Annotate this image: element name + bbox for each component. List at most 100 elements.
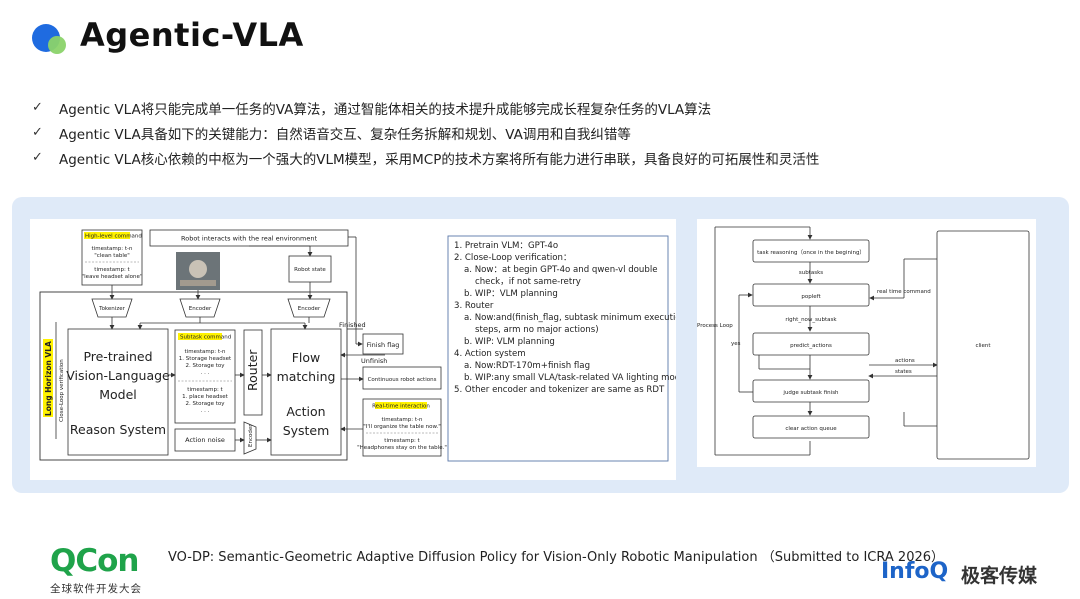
popleft-label: popleft <box>801 294 821 300</box>
finished-label: Finished <box>339 321 366 329</box>
client-label: client <box>975 343 991 349</box>
realtime-line: timestamp: t <box>384 438 420 444</box>
process-flow-svg: task reasoning（once in the begining） sub… <box>697 226 1030 460</box>
info-line: a. Now:and(finish_flag, subtask minimum … <box>464 313 676 323</box>
bullet-text: Agentic VLA具备如下的关键能力：自然语音交互、复杂任务拆解和规划、VA… <box>59 126 631 143</box>
encoder-label: Encoder <box>298 306 321 312</box>
states-label: states <box>895 369 912 375</box>
image-encoder-block <box>179 298 221 318</box>
vlm-line: Vision-Language <box>66 368 170 383</box>
actions-label: actions <box>895 358 915 364</box>
info-line: 3. Router <box>454 301 494 311</box>
architecture-svg: High-level command timestamp: t-n "clean… <box>39 229 688 462</box>
geek-media-logo: 极客传媒 <box>961 565 1038 587</box>
vlm-line: Model <box>99 387 137 402</box>
finish-flag-box <box>362 333 404 355</box>
realtime-line: timestamp: t-n <box>382 417 423 423</box>
encoder-label: Encoder <box>248 424 254 447</box>
high-level-highlight <box>84 232 130 239</box>
action-system-box <box>270 328 342 456</box>
router-box <box>243 329 263 416</box>
noise-encoder-block <box>243 421 257 455</box>
robot-state-label: Robot state <box>294 267 326 273</box>
subtask-line: 2. Storage toy <box>185 363 225 369</box>
info-line: steps, arm no major actions) <box>475 325 599 335</box>
infoq-logo: InfoQ <box>881 559 949 584</box>
bullet-text: Agentic VLA核心依赖的中枢为一个强大的VLM模型，采用MCP的技术方案… <box>59 151 820 168</box>
predict-actions-box <box>752 332 870 356</box>
paper-citation: VO-DP: Semantic-Geometric Adaptive Diffu… <box>168 550 945 565</box>
info-line: 5. Other encoder and tokenizer are same … <box>454 385 665 395</box>
bullet-list: ✓ Agentic VLA将只能完成单一任务的VA算法，通过智能体相关的技术提升… <box>32 95 1042 170</box>
high-level-title: High-level command <box>85 234 142 240</box>
unfinish-label: Unfinish <box>361 357 387 365</box>
realtime-line: "I'll organize the table now." <box>363 424 440 430</box>
check-icon: ✓ <box>32 125 43 140</box>
info-line: 1. Pretrain VLM：GPT-4o <box>454 241 558 251</box>
flow-line: Flow <box>292 350 321 365</box>
brand-dots-icon <box>30 22 70 58</box>
subtask-line: timestamp: t-n <box>185 349 226 355</box>
judge-subtask-label: judge subtask finish <box>782 390 839 396</box>
tokenizer-label: Tokenizer <box>98 306 125 312</box>
image-table <box>180 280 216 286</box>
green-dot-icon <box>48 36 66 54</box>
task-reasoning-label: task reasoning（once in the begining） <box>757 249 865 256</box>
info-line: b. WIP：VLM planning <box>464 289 558 299</box>
subtask-line: 2. Storage toy <box>185 401 225 407</box>
process-flow-diagram: task reasoning（once in the begining） sub… <box>697 219 1036 467</box>
yes-label: yes <box>731 341 741 347</box>
bullet-item: ✓ Agentic VLA核心依赖的中枢为一个强大的VLM模型，采用MCP的技术… <box>32 145 1042 170</box>
hl-line: "leave headset alone" <box>82 274 143 280</box>
info-line: b. WIP: VLM planning <box>464 337 555 347</box>
long-horizon-frame <box>39 291 348 461</box>
info-line: a. Now:RDT-170m+finish flag <box>464 361 590 371</box>
robot-state-box <box>288 255 332 283</box>
hl-line: timestamp: t <box>94 267 130 273</box>
realtime-title: Real-time interaction <box>372 404 430 410</box>
page-title: Agentic-VLA <box>80 16 304 54</box>
bullet-item: ✓ Agentic VLA将只能完成单一任务的VA算法，通过智能体相关的技术提升… <box>32 95 1042 120</box>
robot-env-label: Robot interacts with the real environmen… <box>181 235 317 243</box>
bullet-item: ✓ Agentic VLA具备如下的关键能力：自然语音交互、复杂任务拆解和规划、… <box>32 120 1042 145</box>
subtasks-label: subtasks <box>799 270 823 276</box>
client-box <box>936 230 1030 460</box>
footer <box>0 541 1080 599</box>
clear-action-queue-box <box>752 415 870 439</box>
action-noise-label: Action noise <box>185 436 225 444</box>
vlm-line: Pre-trained <box>83 349 152 364</box>
close-loop-label: Close-Loop verification <box>59 359 65 422</box>
subtask-line: 1. Storage headset <box>179 356 232 362</box>
bullet-text: Agentic VLA将只能完成单一任务的VA算法，通过智能体相关的技术提升成能… <box>59 101 712 118</box>
popleft-box <box>752 283 870 307</box>
action-line: System <box>283 423 330 438</box>
hl-line: "clean table" <box>94 253 130 259</box>
task-reasoning-box <box>752 239 870 263</box>
architecture-diagram: High-level command timestamp: t-n "clean… <box>30 219 688 480</box>
continuous-actions-label: Continuous robot actions <box>368 377 437 383</box>
subtask-command-box <box>174 329 236 424</box>
info-line: 2. Close-Loop verification： <box>454 253 572 263</box>
info-line: a. Now：at begin GPT-4o and qwen-vl doubl… <box>464 265 658 275</box>
subtask-line: 1. place headset <box>182 394 229 400</box>
judge-subtask-box <box>752 379 870 403</box>
right-now-subtask-label: right_now_subtask <box>785 317 837 323</box>
subtask-title: Subtask command <box>180 335 231 341</box>
tokenizer-block <box>91 298 133 318</box>
check-icon: ✓ <box>32 150 43 165</box>
subtask-ellipsis: · · · <box>201 371 210 377</box>
info-line: 4. Action system <box>454 349 526 359</box>
state-encoder-block <box>287 298 331 318</box>
info-box <box>447 235 669 462</box>
long-horizon-label: Long Horizon VLA <box>44 341 53 416</box>
realtime-highlight <box>375 402 427 409</box>
info-line: check，if not same-retry <box>475 277 581 287</box>
qcon-subtitle: 全球软件开发大会 <box>50 583 142 595</box>
reason-system-label: Reason System <box>70 422 166 437</box>
process-loop-label: Process Loop <box>697 323 733 329</box>
check-icon: ✓ <box>32 100 43 115</box>
router-label: Router <box>245 349 260 391</box>
image-object <box>189 260 207 278</box>
flow-line: matching <box>277 369 336 384</box>
vlm-reason-box <box>67 328 169 456</box>
